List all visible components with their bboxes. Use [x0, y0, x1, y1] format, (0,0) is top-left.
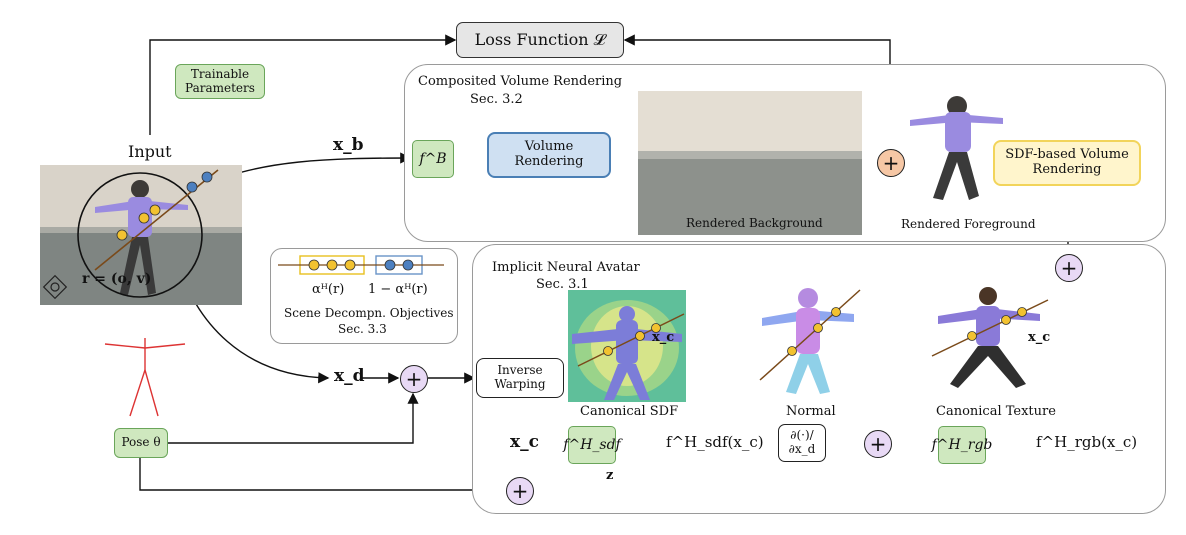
normal-image [759, 288, 861, 394]
pose-latent-plus-node: + [506, 477, 534, 505]
rendered-foreground-image [910, 96, 1003, 200]
fsdf-output-label: f^H_sdf(x_c) [666, 433, 764, 451]
fb-network: f^B [412, 140, 454, 178]
ray-label: r = (o, v) [82, 271, 152, 287]
avatar-output-plus-node: + [1055, 254, 1083, 282]
loss-function-label: Loss Function 𝓛 [474, 29, 606, 49]
scene-decomposition-title: Scene Decompn. Objectives [284, 306, 454, 320]
inverse-warping-box: Inverse Warping [476, 358, 564, 398]
canonical-texture-image [931, 287, 1049, 388]
alpha-label: αᴴ(r) [312, 282, 345, 297]
texture-input-plus-node: + [864, 430, 892, 458]
frgb-output-label: f^H_rgb(x_c) [1036, 433, 1138, 451]
canonical-texture-xc-label: x_c [1028, 330, 1051, 345]
derivative-box: ∂(·)/∂x_d [778, 424, 826, 462]
canonical-sdf-label: Canonical SDF [580, 404, 679, 419]
trainable-parameters-label: Trainable Parameters [185, 66, 255, 95]
fb-network-label: f^B [419, 151, 447, 167]
loss-function-box: Loss Function 𝓛 [456, 22, 624, 58]
skeleton-pose-image [104, 338, 186, 417]
composite-plus-node: + [877, 149, 905, 177]
input-label: Input [128, 142, 172, 161]
avatar-title: Implicit Neural Avatar [492, 260, 640, 275]
pose-label: Pose θ [121, 435, 161, 450]
rendered-foreground-label: Rendered Foreground [901, 217, 1036, 231]
warp-input-plus-node: + [400, 365, 428, 393]
sdf-volume-rendering-label: SDF-based Volume Rendering [1005, 147, 1129, 177]
fsdf-network-label: f^H_sdf [563, 437, 621, 453]
z-label: z [606, 468, 614, 483]
volume-rendering-label: Volume Rendering [514, 139, 584, 169]
xb-label: x_b [333, 135, 364, 155]
avatar-sec: Sec. 3.1 [536, 277, 589, 292]
sdf-volume-rendering-box: SDF-based Volume Rendering [993, 140, 1141, 186]
scene-decomposition-icons [278, 255, 444, 275]
xc-label: x_c [510, 432, 539, 452]
canonical-sdf-xc-label: x_c [652, 330, 675, 345]
input-image [40, 165, 242, 305]
composited-title: Composited Volume Rendering [418, 74, 623, 89]
frgb-network-label: f^H_rgb [931, 437, 993, 453]
canonical-sdf-image [568, 290, 686, 402]
scene-decomposition-sec: Sec. 3.3 [338, 322, 387, 336]
trainable-parameters-legend: Trainable Parameters [175, 64, 265, 99]
xd-label: x_d [334, 366, 365, 386]
composited-sec: Sec. 3.2 [470, 92, 523, 107]
pose-box: Pose θ [114, 428, 168, 458]
rendered-background-image [638, 91, 862, 235]
normal-label: Normal [786, 404, 836, 419]
derivative-label: ∂(·)/∂x_d [788, 428, 816, 456]
frgb-network: f^H_rgb [932, 426, 992, 464]
volume-rendering-box: Volume Rendering [487, 132, 611, 178]
inverse-warping-label: Inverse Warping [494, 363, 546, 391]
one-minus-alpha-label: 1 − αᴴ(r) [368, 282, 428, 297]
canonical-texture-label: Canonical Texture [936, 404, 1056, 419]
fsdf-network: f^H_sdf [563, 426, 621, 464]
rendered-background-label: Rendered Background [686, 216, 823, 230]
